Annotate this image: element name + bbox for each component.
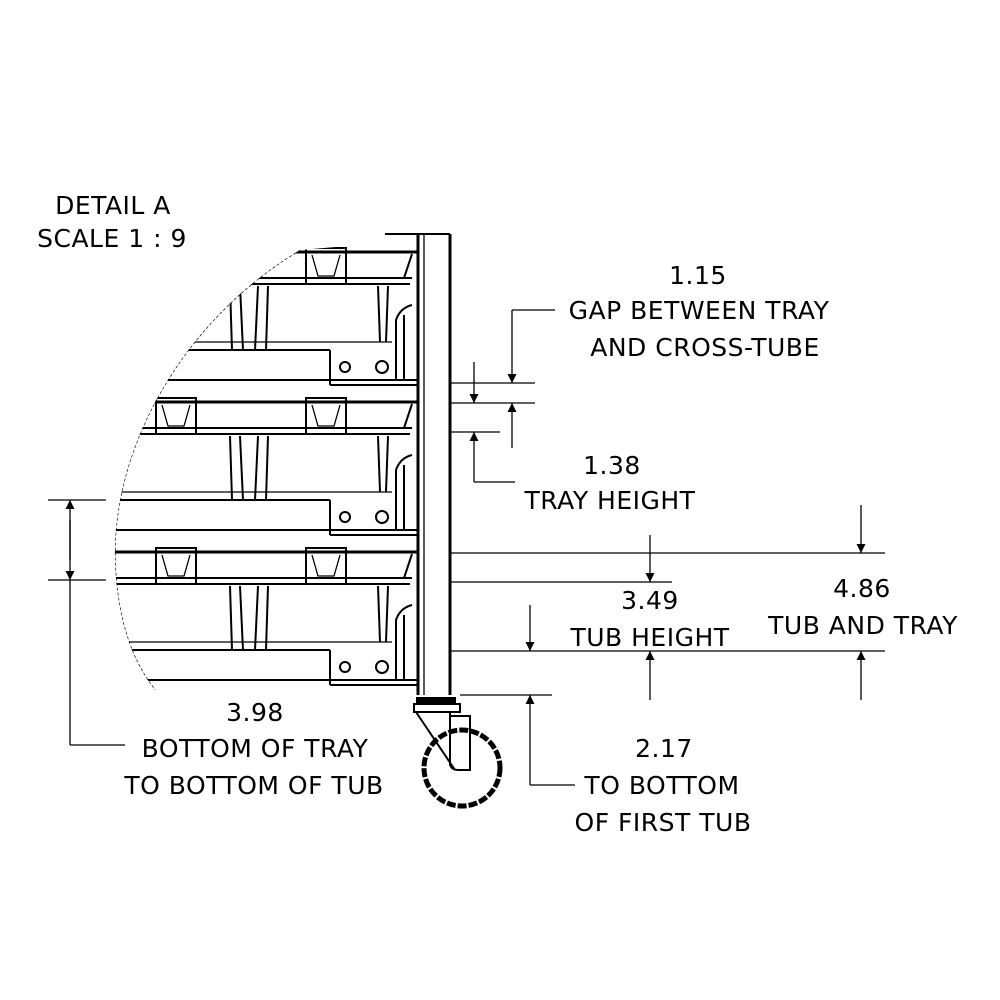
rack-tier [114, 397, 418, 536]
caster-wheel [413, 697, 503, 809]
tub-and-tray-value: 4.86 [833, 574, 891, 603]
dimension-tray-to-tub: 3.98 BOTTOM OF TRAY TO BOTTOM OF TUB [48, 499, 383, 800]
detail-title: DETAIL A [55, 191, 171, 220]
dimension-tray-height: 1.38 TRAY HEIGHT [450, 362, 696, 515]
dimension-gap: 1.15 GAP BETWEEN TRAY AND CROSS-TUBE [450, 261, 830, 448]
first-tub-label-1: TO BOTTOM [583, 771, 739, 800]
tub-height-label: TUB HEIGHT [569, 623, 729, 652]
tray-height-value: 1.38 [583, 451, 641, 480]
tray-to-tub-label-1: BOTTOM OF TRAY [142, 734, 369, 763]
dimension-tub-height: 3.49 TUB HEIGHT [450, 535, 729, 700]
tub-and-tray-label: TUB AND TRAY [767, 611, 958, 640]
tub-height-value: 3.49 [621, 586, 679, 615]
vertical-post [385, 233, 452, 695]
tray-height-label: TRAY HEIGHT [524, 486, 696, 515]
tray-to-tub-value: 3.98 [226, 698, 284, 727]
rack-tiers [114, 246, 420, 690]
gap-label-2: AND CROSS-TUBE [590, 333, 820, 362]
detail-scale: SCALE 1 : 9 [37, 224, 187, 253]
gap-value: 1.15 [669, 261, 727, 290]
tray-to-tub-label-2: TO BOTTOM OF TUB [123, 771, 383, 800]
first-tub-label-2: OF FIRST TUB [575, 808, 752, 837]
first-tub-value: 2.17 [635, 734, 693, 763]
gap-label-1: GAP BETWEEN TRAY [569, 296, 830, 325]
dimension-tub-and-tray: 4.86 TUB AND TRAY [450, 505, 958, 700]
dimension-first-tub: 2.17 TO BOTTOM OF FIRST TUB [460, 605, 751, 837]
